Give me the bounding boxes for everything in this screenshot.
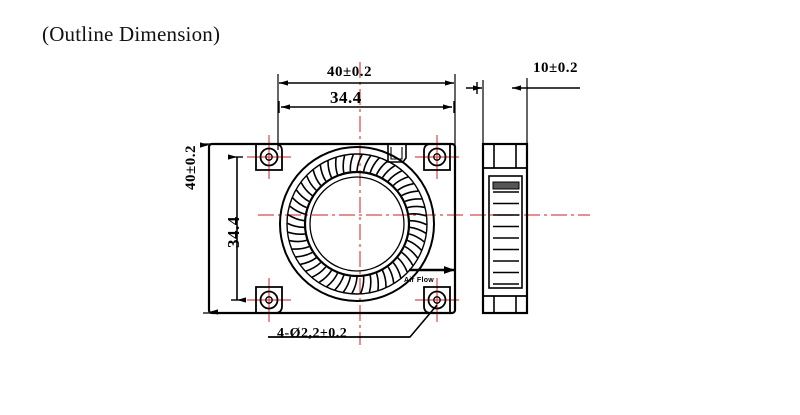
dim-height-40: 40±0.2: [183, 145, 199, 190]
hole-callout-leader: [268, 304, 438, 338]
side-view-dimension-lines: [466, 78, 580, 150]
mounting-hole-top-left: [255, 143, 283, 171]
mounting-holes: [255, 143, 451, 314]
dim-thickness-10: 10±0.2: [533, 60, 578, 76]
dim-hole-callout: 4-Ø2,2±0.2: [277, 326, 348, 341]
mounting-hole-top-right: [423, 143, 451, 171]
top-dimension-lines: [277, 74, 456, 150]
dim-inner-width-344: 34.4: [330, 88, 362, 107]
dim-width-40: 40±0.2: [327, 64, 372, 80]
impeller: [279, 146, 435, 302]
page-title: (Outline Dimension): [42, 22, 221, 46]
mounting-hole-bottom-left: [255, 286, 283, 314]
dim-inner-height-344: 34.4: [224, 216, 243, 248]
airflow-label: Air Flow: [404, 277, 435, 284]
side-view-body: [481, 142, 529, 315]
hole-centerline-marks: [247, 135, 459, 322]
